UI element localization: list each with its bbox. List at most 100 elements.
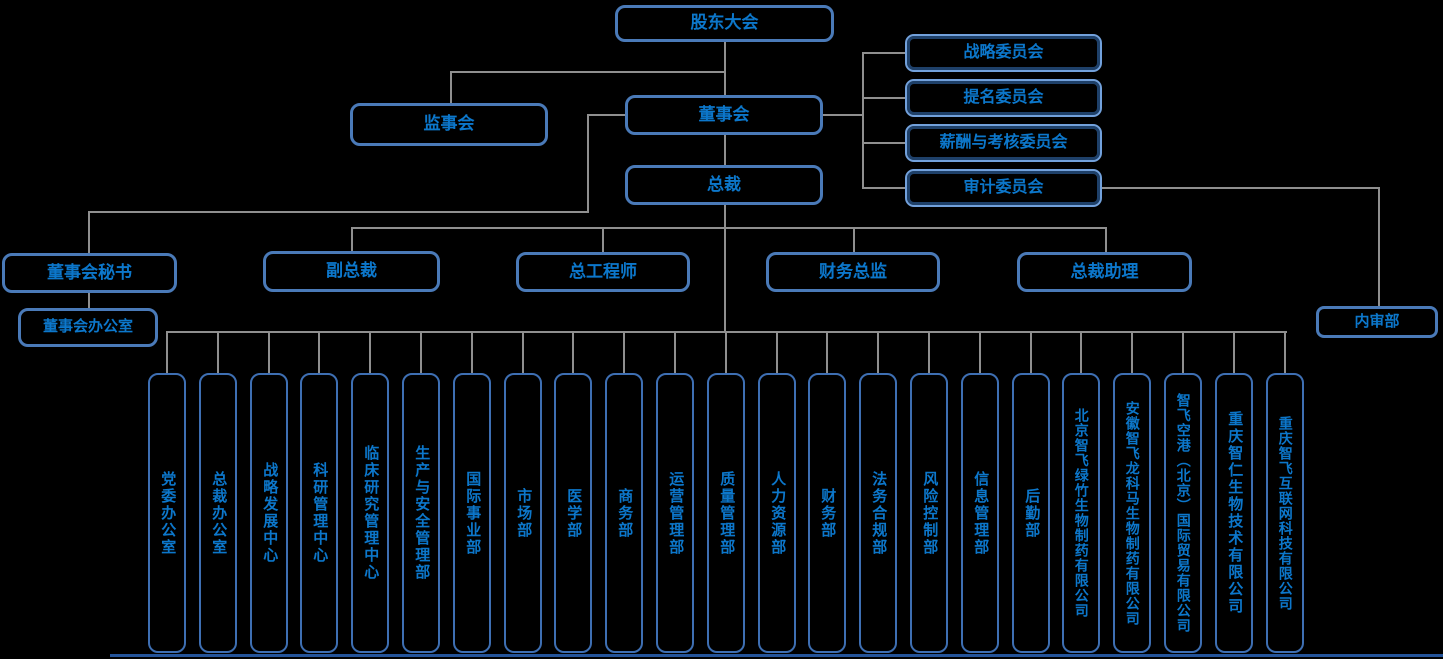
department-label: 人力资源部 — [769, 470, 787, 556]
department-box: 医学部 — [554, 373, 592, 653]
connector-line — [862, 52, 864, 189]
connector-line — [623, 331, 625, 373]
connector-line — [450, 71, 726, 73]
connector-line — [88, 293, 90, 308]
connector-line — [587, 114, 627, 116]
node-nomination-committee: 提名委员会 — [905, 79, 1102, 117]
department-label: 商务部 — [616, 487, 634, 539]
department-box: 重庆智飞互联网科技有限公司 — [1266, 373, 1304, 653]
department-label: 战略发展中心 — [261, 462, 279, 564]
connector-line — [862, 97, 905, 99]
department-box: 战略发展中心 — [250, 373, 288, 653]
connector-line — [928, 331, 930, 373]
connector-line — [450, 71, 452, 103]
node-internal-audit: 内审部 — [1316, 306, 1438, 338]
department-box: 市场部 — [504, 373, 542, 653]
connector-line — [351, 227, 1107, 229]
node-strategy-committee: 战略委员会 — [905, 34, 1102, 72]
department-box: 国际事业部 — [453, 373, 491, 653]
connector-line — [674, 331, 676, 373]
department-label: 科研管理中心 — [311, 462, 329, 564]
connector-line — [776, 331, 778, 373]
connector-line — [1233, 331, 1235, 373]
department-label: 生产与安全管理部 — [413, 445, 431, 581]
connector-line — [1131, 331, 1133, 373]
node-finance-director: 财务总监 — [766, 252, 940, 292]
connector-line — [823, 114, 864, 116]
node-board-secretary: 董事会秘书 — [2, 253, 177, 293]
department-box: 法务合规部 — [859, 373, 897, 653]
connector-line — [1284, 331, 1286, 373]
node-audit-committee: 审计委员会 — [905, 169, 1102, 207]
connector-line — [877, 331, 879, 373]
connector-line — [369, 331, 371, 373]
department-box: 信息管理部 — [961, 373, 999, 653]
connector-line — [268, 331, 270, 373]
connector-line — [318, 331, 320, 373]
department-label: 重庆智飞互联网科技有限公司 — [1277, 415, 1294, 611]
department-box: 临床研究管理中心 — [351, 373, 389, 653]
department-label: 信息管理部 — [972, 470, 990, 556]
connector-line — [1105, 227, 1107, 252]
connector-line — [217, 331, 219, 373]
department-label: 医学部 — [565, 487, 583, 539]
department-label: 北京智飞绿竹生物制药有限公司 — [1073, 408, 1090, 618]
department-box: 重庆智仁生物技术有限公司 — [1215, 373, 1253, 653]
department-label: 质量管理部 — [718, 470, 736, 556]
node-president: 总裁 — [625, 165, 823, 205]
department-label: 安徽智飞龙科马生物制药有限公司 — [1124, 400, 1141, 626]
department-label: 后勤部 — [1023, 487, 1041, 539]
connector-line — [853, 227, 855, 252]
connector-line — [826, 331, 828, 373]
connector-line — [724, 135, 726, 165]
node-vice-president: 副总裁 — [263, 251, 440, 292]
bottom-accent-bar — [110, 654, 1443, 657]
node-board-of-directors: 董事会 — [625, 95, 823, 135]
node-shareholders-meeting: 股东大会 — [615, 5, 834, 42]
department-label: 风险控制部 — [921, 470, 939, 556]
connector-line — [1182, 331, 1184, 373]
connector-line — [1378, 187, 1380, 306]
node-president-assistant: 总裁助理 — [1017, 252, 1192, 292]
connector-line — [166, 331, 168, 373]
department-box: 后勤部 — [1012, 373, 1050, 653]
connector-line — [88, 211, 90, 253]
department-label: 智飞空港（北京）国际贸易有限公司 — [1175, 393, 1192, 633]
connector-line — [1102, 187, 1380, 189]
department-label: 财务部 — [819, 487, 837, 539]
connector-line — [351, 227, 353, 252]
department-box: 财务部 — [808, 373, 846, 653]
connector-line — [522, 331, 524, 373]
department-box: 人力资源部 — [758, 373, 796, 653]
department-box: 商务部 — [605, 373, 643, 653]
department-label: 国际事业部 — [464, 470, 482, 556]
connector-line — [1030, 331, 1032, 373]
department-box: 质量管理部 — [707, 373, 745, 653]
connector-line — [862, 142, 905, 144]
department-label: 总裁办公室 — [210, 470, 228, 556]
node-remuneration-assessment-committee: 薪酬与考核委员会 — [905, 124, 1102, 162]
node-chief-engineer: 总工程师 — [516, 252, 690, 292]
department-box: 智飞空港（北京）国际贸易有限公司 — [1164, 373, 1202, 653]
department-box: 安徽智飞龙科马生物制药有限公司 — [1113, 373, 1151, 653]
department-box: 科研管理中心 — [300, 373, 338, 653]
connector-line — [88, 211, 589, 213]
department-label: 重庆智仁生物技术有限公司 — [1226, 411, 1244, 615]
node-supervisory-board: 监事会 — [350, 103, 548, 146]
connector-line — [471, 331, 473, 373]
department-label: 法务合规部 — [870, 470, 888, 556]
connector-line — [724, 42, 726, 95]
connector-line — [1080, 331, 1082, 373]
department-label: 市场部 — [515, 487, 533, 539]
connector-line — [725, 331, 727, 373]
department-label: 党委办公室 — [159, 470, 177, 556]
connector-line — [602, 227, 604, 252]
department-box: 风险控制部 — [910, 373, 948, 653]
node-board-office: 董事会办公室 — [18, 308, 158, 347]
connector-line — [862, 52, 905, 54]
department-box: 生产与安全管理部 — [402, 373, 440, 653]
department-box: 党委办公室 — [148, 373, 186, 653]
connector-line — [587, 114, 589, 213]
department-label: 临床研究管理中心 — [362, 445, 380, 581]
